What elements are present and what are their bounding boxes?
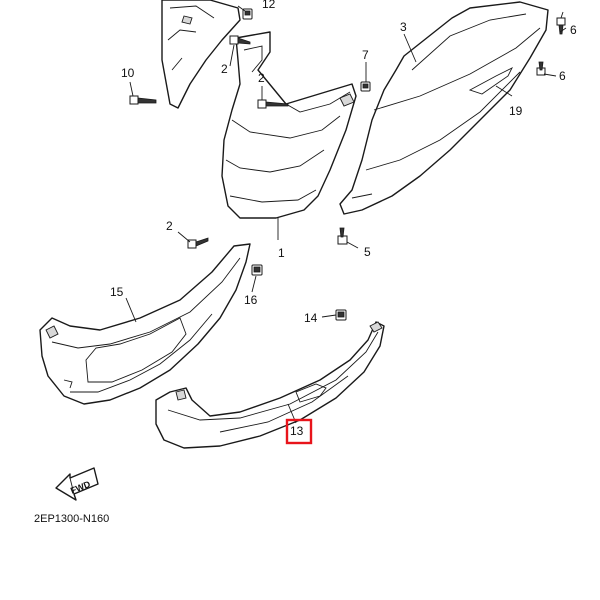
callout-16: 16 — [244, 293, 258, 307]
diagram-code: 2EP1300-N160 — [34, 513, 109, 525]
clip-part-16 — [251, 264, 263, 276]
screw-part-2-upper — [229, 35, 251, 45]
fwd-arrow-icon: FWD — [55, 467, 99, 501]
callout-3: 3 — [400, 20, 407, 34]
footboard-cover-part-13 — [155, 321, 385, 449]
callout-2-upper: 2 — [221, 62, 228, 76]
upper-left-panel — [161, 0, 241, 109]
callout-2-middle: 2 — [258, 71, 265, 85]
nut-part-7 — [360, 81, 371, 92]
side-cover-part-3 — [339, 1, 549, 215]
leader-lines — [125, 5, 567, 424]
callout-6-upper: 6 — [570, 23, 577, 37]
callout-2-lower: 2 — [166, 219, 173, 233]
screw-part-10 — [129, 95, 157, 105]
callout-14: 14 — [304, 311, 318, 325]
callout-10: 10 — [121, 66, 135, 80]
highlight-box — [285, 418, 313, 445]
center-cover-part-1 — [221, 31, 357, 219]
screw-part-5 — [337, 227, 348, 245]
callout-12: 12 — [262, 0, 276, 11]
callout-1: 1 — [278, 246, 285, 260]
screw-part-2-middle — [257, 99, 289, 109]
footboard-cover-part-15 — [39, 243, 251, 405]
screw-part-6-lower — [536, 61, 546, 76]
callout-5: 5 — [364, 245, 371, 259]
callout-13[interactable]: 13 — [290, 424, 304, 438]
screw-part-2-lower — [187, 237, 209, 249]
callout-19: 19 — [509, 104, 523, 118]
callout-6-lower: 6 — [559, 69, 566, 83]
callout-numbers: 12 6 3 2 7 10 6 2 19 2 1 5 15 16 14 13 — [110, 0, 577, 438]
clip-part-12 — [242, 8, 253, 20]
callout-15: 15 — [110, 285, 124, 299]
nut-part-14 — [335, 309, 347, 321]
callout-7: 7 — [362, 48, 369, 62]
